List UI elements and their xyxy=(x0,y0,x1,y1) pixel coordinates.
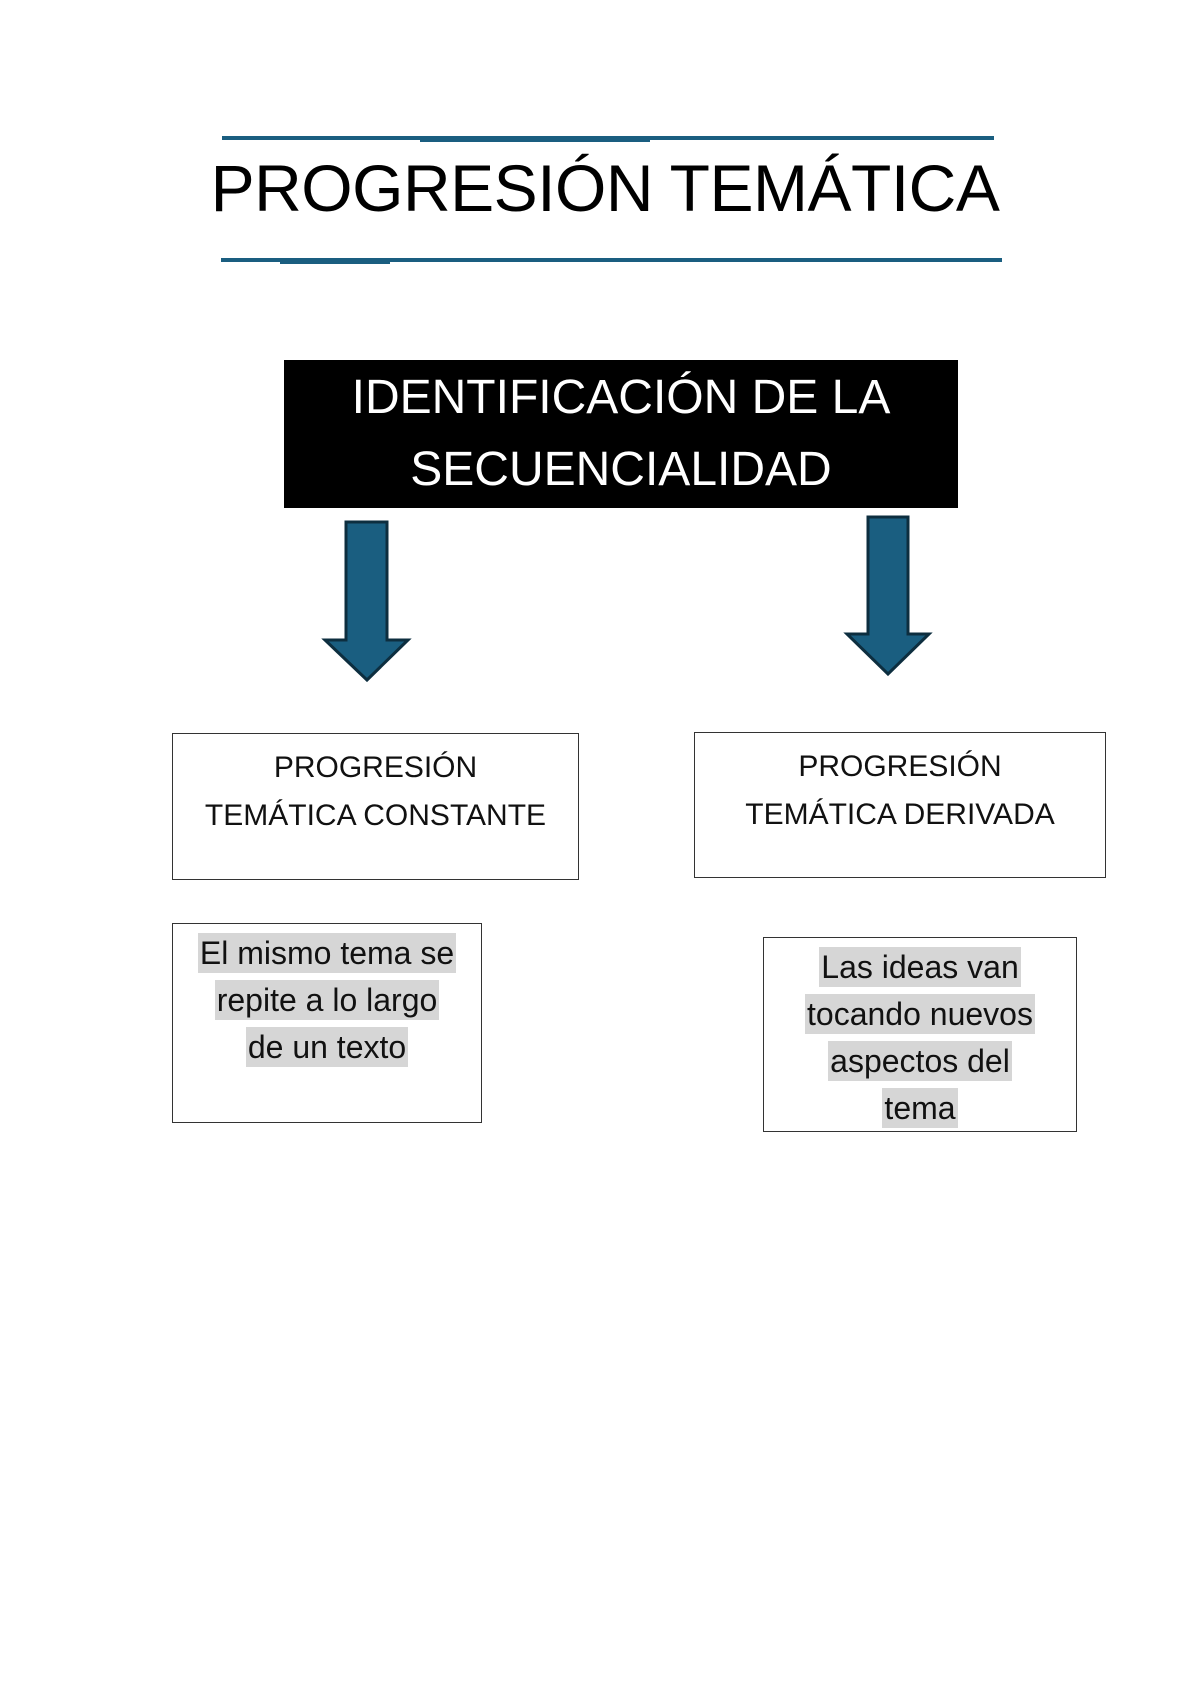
description-box-derived: Las ideas van tocando nuevos aspectos de… xyxy=(763,937,1077,1132)
title-bottom-rule xyxy=(221,258,1002,262)
header-line: SECUENCIALIDAD xyxy=(410,443,832,496)
category-box-constant: PROGRESIÓN TEMÁTICA CONSTANTE xyxy=(172,733,579,880)
down-arrow-icon xyxy=(843,515,933,677)
title-top-rule xyxy=(222,136,994,140)
category-box-derived: PROGRESIÓN TEMÁTICA DERIVADA xyxy=(694,732,1106,878)
category-line: TEMÁTICA CONSTANTE xyxy=(204,799,547,832)
down-arrow-icon xyxy=(321,520,412,683)
description-line: El mismo tema se xyxy=(197,933,457,973)
category-line: PROGRESIÓN xyxy=(798,750,1002,783)
title-bottom-rule-accent xyxy=(280,261,390,264)
category-line: PROGRESIÓN xyxy=(273,751,478,784)
sequentiality-header-box: IDENTIFICACIÓN DE LA SECUENCIALIDAD xyxy=(284,360,958,508)
description-line: tema xyxy=(882,1088,958,1128)
category-line: TEMÁTICA DERIVADA xyxy=(745,798,1055,831)
page-title: PROGRESIÓN TEMÁTICA xyxy=(210,151,1000,225)
header-line: IDENTIFICACIÓN DE LA xyxy=(351,371,891,424)
description-line: de un texto xyxy=(245,1027,409,1067)
description-line: Las ideas van xyxy=(819,947,1021,987)
description-box-constant: El mismo tema se repite a lo largo de un… xyxy=(172,923,482,1123)
description-line: tocando nuevos xyxy=(805,994,1035,1034)
description-line: repite a lo largo xyxy=(214,980,440,1020)
title-top-rule-accent xyxy=(420,139,650,142)
description-line: aspectos del xyxy=(828,1041,1012,1081)
